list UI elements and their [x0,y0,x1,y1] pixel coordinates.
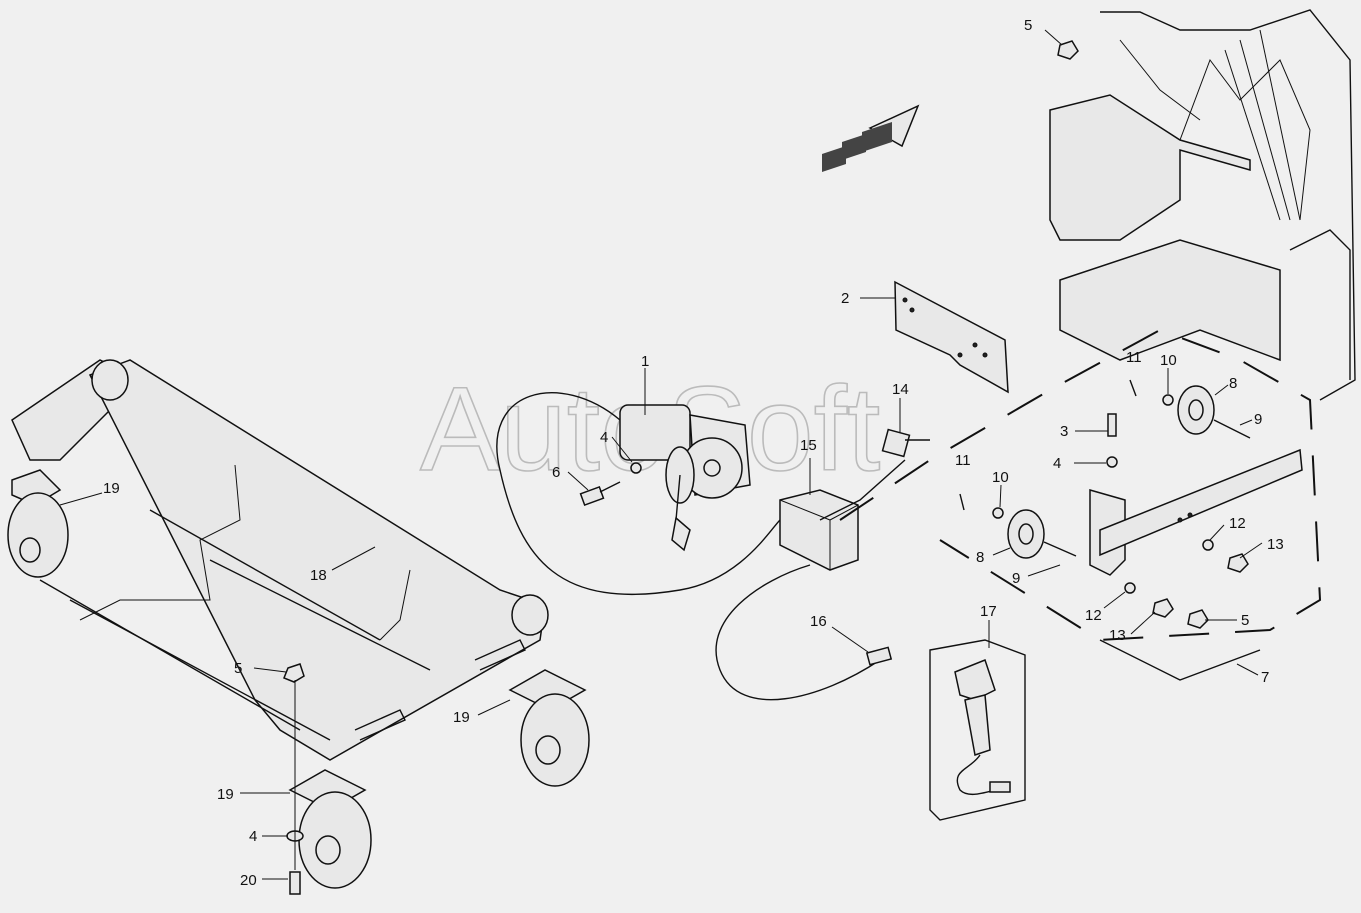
pulley-lower [1007,509,1077,559]
callout-6: 6 [552,464,560,481]
callout-10-upper: 10 [1160,352,1177,369]
callout-4-winch: 4 [600,429,608,446]
callout-19-bottom: 19 [217,786,234,803]
callout-9-upper: 9 [1254,411,1262,428]
callout-16: 16 [810,613,827,630]
axle-bracket [1089,448,1303,576]
washer-4 [1106,456,1118,468]
callout-17: 17 [980,603,997,620]
bolt-3 [1107,413,1117,437]
cable-connector [865,646,893,666]
transport-dolly [11,359,549,761]
mounting-outline [839,328,1322,642]
callout-7: 7 [1261,669,1269,686]
callout-5-top: 5 [1024,17,1032,34]
callout-20: 20 [240,872,257,889]
callout-19-left: 19 [103,480,120,497]
caster-right [508,669,590,787]
washer-10-lower [992,507,1004,519]
bolt-20 [289,871,301,895]
callout-5-bracket: 5 [1241,612,1249,629]
control-cable [715,564,881,701]
washer-12-lower [1124,582,1136,594]
callout-12-right: 12 [1229,515,1246,532]
callout-12-lower: 12 [1085,607,1102,624]
washer-12-right [1202,539,1214,551]
nut-5-dolly [283,663,305,683]
winch-cable [496,392,781,595]
pin-11-lower [959,493,965,511]
callout-11-lower: 11 [955,452,971,469]
callout-19-right: 19 [453,709,470,726]
bolt [579,481,621,507]
callout-2: 2 [841,290,849,307]
nut-5-top [1057,40,1079,60]
direction-arrow-icon [822,104,920,172]
switch [819,428,930,521]
callout-13-lower: 13 [1109,627,1126,644]
pulley-upper [1177,385,1251,439]
mounting-plate [894,280,1009,394]
pin-11-upper [1129,379,1137,397]
callout-3: 3 [1060,423,1068,440]
winch [619,404,751,552]
callout-4-caster: 4 [249,828,257,845]
callout-5-dolly: 5 [234,660,242,677]
chassis-frame [1049,9,1356,401]
callout-15: 15 [800,437,817,454]
control-box [779,489,859,571]
washer [630,462,642,474]
callout-9-lower: 9 [1012,570,1020,587]
nut-5 [1187,609,1209,629]
callout-8-upper: 8 [1229,375,1237,392]
callout-18: 18 [310,567,327,584]
callout-8-lower: 8 [976,549,984,566]
washer-10-upper [1162,394,1174,406]
leader-lines [59,29,1263,880]
sensor-inset [929,639,1026,821]
caster-bottom [288,769,372,889]
callout-11-upper: 11 [1126,349,1142,366]
nut-13-lower [1152,598,1174,618]
callout-4-bracket: 4 [1053,455,1061,472]
callout-14: 14 [892,381,909,398]
caster-left [7,469,69,578]
callout-10-lower: 10 [992,469,1009,486]
callout-13-right: 13 [1267,536,1284,553]
nut-13-right [1227,553,1249,573]
callout-1: 1 [641,353,649,370]
